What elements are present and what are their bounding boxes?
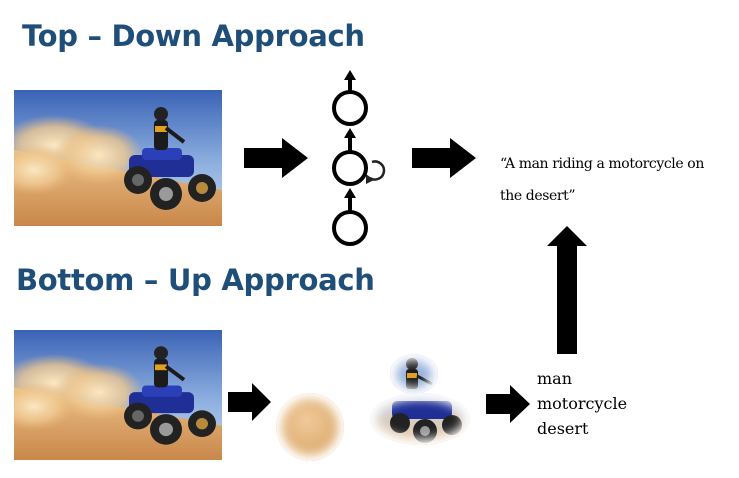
top-down-heading: Top – Down Approach bbox=[22, 19, 365, 53]
recurrent-loop-icon bbox=[366, 160, 386, 184]
arrow-right-icon bbox=[486, 385, 530, 423]
rnn-diagram bbox=[332, 70, 386, 246]
region-vehicle bbox=[370, 393, 470, 445]
atv-photo-icon bbox=[14, 90, 222, 226]
generated-caption: “A man riding a motorcycle on the desert… bbox=[500, 148, 704, 212]
caption-line-1: “A man riding a motorcycle on bbox=[500, 156, 704, 172]
input-image-top bbox=[14, 90, 222, 226]
detected-words: man motorcycle desert bbox=[537, 366, 627, 441]
arrow-right-icon bbox=[244, 138, 308, 178]
word-man: man bbox=[537, 369, 573, 388]
bottom-up-heading: Bottom – Up Approach bbox=[16, 263, 375, 297]
arrow-right-icon bbox=[228, 383, 271, 421]
word-motorcycle: motorcycle bbox=[537, 394, 628, 413]
region-rider bbox=[390, 354, 438, 394]
word-desert: desert bbox=[537, 419, 589, 438]
input-image-bottom bbox=[14, 330, 222, 460]
caption-line-2: the desert” bbox=[500, 188, 576, 204]
atv-photo-icon bbox=[14, 330, 222, 460]
region-sand bbox=[276, 393, 344, 461]
arrow-up-icon bbox=[344, 70, 356, 80]
arrow-right-icon bbox=[412, 138, 476, 178]
arrow-up-icon bbox=[547, 226, 587, 354]
